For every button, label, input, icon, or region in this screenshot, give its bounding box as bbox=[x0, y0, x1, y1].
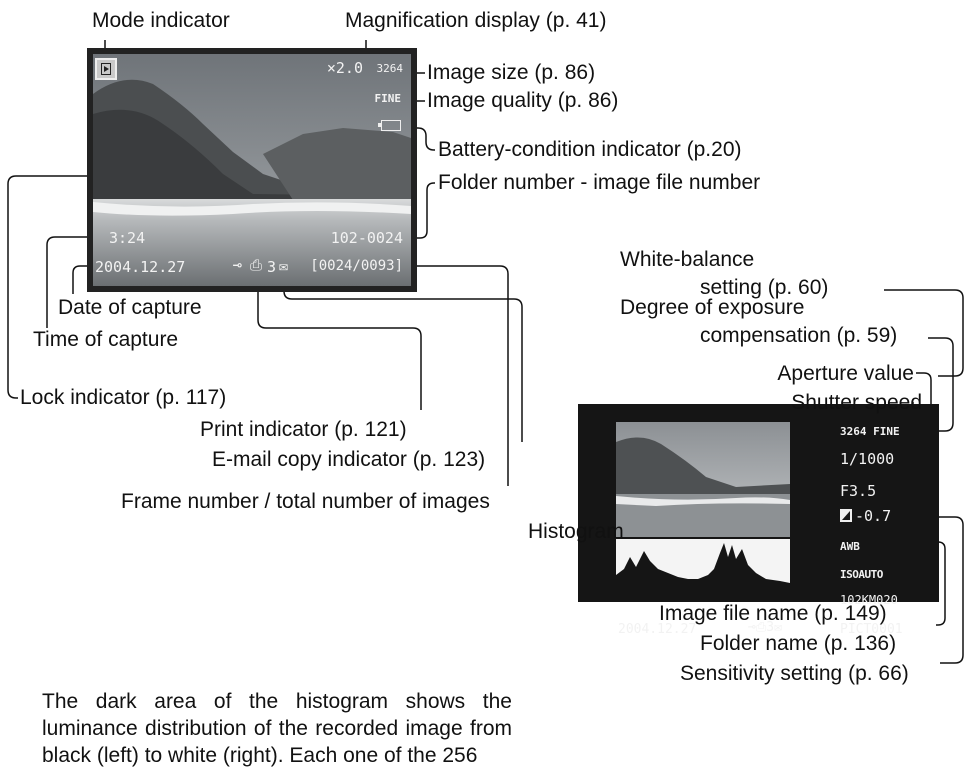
size-quality-value: 3264 FINE bbox=[840, 425, 900, 438]
label-time-of-capture: Time of capture bbox=[33, 328, 179, 351]
battery-icon bbox=[378, 120, 401, 131]
iso-value: ISOAUTO bbox=[840, 568, 883, 581]
label-magnification: Magnification display (p. 41) bbox=[345, 9, 607, 32]
playback-photo bbox=[93, 54, 411, 286]
print-count: 3 bbox=[267, 258, 277, 276]
label-lock-indicator: Lock indicator (p. 117) bbox=[20, 386, 227, 409]
label-print-indicator: Print indicator (p. 121) bbox=[200, 418, 407, 441]
time-value: 3:24 bbox=[109, 229, 146, 247]
image-size-value: 3264 bbox=[376, 62, 404, 75]
label-image-quality: Image quality (p. 86) bbox=[427, 89, 619, 112]
playback-screen: ×2.0 3264 FINE 3:24 102-0024 2004.12.27 … bbox=[87, 48, 417, 292]
lock-icon: ⊸ bbox=[233, 256, 243, 274]
shutter-value: 1/1000 bbox=[840, 450, 895, 468]
histogram-photo bbox=[616, 422, 790, 537]
label-histogram: Histogram bbox=[528, 520, 624, 543]
file-name-value: PICT0001 bbox=[840, 622, 903, 637]
quality-value: FINE bbox=[374, 92, 402, 105]
label-white-balance-1: White-balance bbox=[620, 248, 755, 271]
file-number-value: 102-0024 bbox=[330, 229, 403, 247]
email-icon: ✉ bbox=[279, 257, 289, 275]
playback-mode-icon bbox=[95, 58, 117, 80]
histogram-date-value: 2004.12.27 bbox=[618, 622, 697, 637]
label-date-of-capture: Date of capture bbox=[58, 296, 202, 319]
histogram-explanation-paragraph: The dark area of the histogram shows the… bbox=[42, 690, 512, 767]
label-folder-name: Folder name (p. 136) bbox=[700, 632, 897, 655]
label-email-indicator: E-mail copy indicator (p. 123) bbox=[212, 448, 486, 471]
date-value: 2004.12.27 bbox=[95, 258, 186, 276]
exposure-comp-value: -0.7 bbox=[855, 507, 892, 525]
frame-counter: [0024/0093] bbox=[310, 258, 403, 274]
histogram-print-count: 3 bbox=[766, 620, 775, 635]
histogram-graph bbox=[616, 539, 790, 584]
aperture-value: F3.5 bbox=[840, 482, 877, 500]
thumbnail-image bbox=[616, 422, 790, 537]
exposure-comp-icon bbox=[840, 509, 852, 522]
print-icon: ⎙ bbox=[250, 256, 263, 274]
label-white-balance-2: setting (p. 60) bbox=[700, 276, 829, 299]
label-mode-indicator: Mode indicator bbox=[92, 9, 230, 32]
label-image-size: Image size (p. 86) bbox=[427, 61, 596, 84]
label-folder-number: Folder number - image file number bbox=[438, 171, 761, 194]
histogram-lock-print-email: ⊸⎙3✉ bbox=[748, 620, 782, 635]
label-image-file-name: Image file name (p. 149) bbox=[659, 602, 887, 625]
label-battery: Battery-condition indicator (p.20) bbox=[438, 138, 742, 161]
label-sensitivity: Sensitivity setting (p. 66) bbox=[680, 662, 909, 685]
magnification-value: ×2.0 bbox=[326, 59, 363, 77]
label-shutter-speed: Shutter speed bbox=[791, 391, 922, 414]
label-aperture-value: Aperture value bbox=[777, 362, 914, 385]
label-frame-number: Frame number / total number of images bbox=[121, 490, 490, 513]
label-exposure-comp-1: Degree of exposure bbox=[620, 296, 805, 319]
white-balance-value: AWB bbox=[840, 540, 860, 553]
landscape-image bbox=[93, 54, 411, 286]
histogram-screen: 3264 FINE 1/1000 F3.5 -0.7 AWB ISOAUTO 1… bbox=[578, 404, 939, 637]
label-exposure-comp-2: compensation (p. 59) bbox=[700, 324, 898, 347]
callout-lines bbox=[7, 40, 964, 664]
folder-name-value: 102KM020 bbox=[840, 593, 898, 607]
